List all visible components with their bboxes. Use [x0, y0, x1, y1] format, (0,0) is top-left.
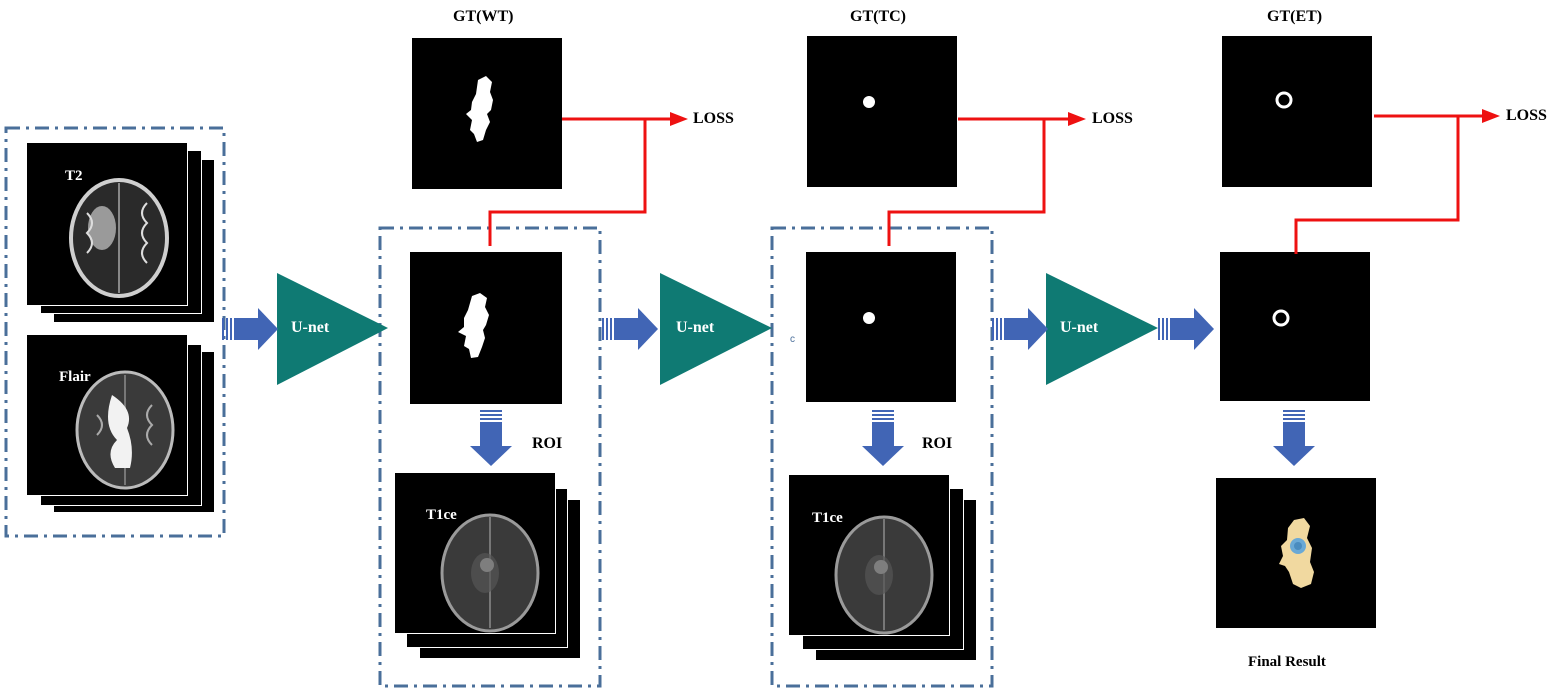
brain-scan-icon: [440, 513, 540, 633]
stage2-group-frame: [770, 226, 994, 688]
blue-down-arrow-2: [862, 410, 904, 466]
enhancing-tumor-mask-icon: [1275, 91, 1293, 109]
flair-image: [26, 334, 188, 496]
t2-image: [26, 142, 188, 306]
gt-et-label: GT(ET): [1267, 8, 1323, 25]
loss-2-label: LOSS: [1092, 110, 1133, 127]
loss-line-3: [1294, 114, 1484, 254]
tumor-core-mask-icon: [863, 96, 875, 108]
loss-line-1: [488, 117, 672, 246]
whole-tumor-mask-icon: [466, 76, 493, 142]
unet-1-label: U-net: [291, 319, 330, 336]
loss-3-label: LOSS: [1506, 107, 1547, 124]
brain-scan-icon: [69, 178, 169, 298]
pred-wt-image: [410, 252, 562, 404]
unet-3-triangle: [1046, 273, 1158, 385]
gt-tc-image: [807, 36, 957, 187]
loss-arrowhead-2: [1068, 112, 1086, 126]
unet-3-label: U-net: [1060, 319, 1099, 336]
unet-2-triangle: [660, 273, 772, 385]
roi-2-label: ROI: [922, 435, 953, 452]
blue-down-arrow-3: [1273, 410, 1315, 466]
unet-2-label: U-net: [676, 319, 715, 336]
stray-c-text: c: [790, 334, 795, 345]
loss-arrowhead-1: [670, 112, 688, 126]
gt-wt-image: [412, 38, 562, 189]
blue-arrow-1: [222, 308, 278, 350]
segmentation-result-icon: [1279, 518, 1314, 588]
whole-tumor-prediction-icon: [458, 293, 489, 358]
t1ce-1-image: [394, 472, 556, 634]
unet-1-triangle: [277, 273, 388, 385]
flair-label: Flair: [59, 369, 91, 385]
gt-tc-label: GT(TC): [850, 8, 906, 25]
roi-1-label: ROI: [532, 435, 563, 452]
final-result-label: Final Result: [1248, 654, 1326, 670]
t1ce-2-label: T1ce: [812, 510, 843, 526]
blue-down-arrow-1: [470, 410, 512, 466]
t2-label: T2: [65, 168, 83, 184]
input-group-frame: [4, 126, 226, 538]
t1ce-1-label: T1ce: [426, 507, 457, 523]
loss-arrowhead-3: [1482, 109, 1500, 123]
tumor-core-prediction-icon: [863, 312, 875, 324]
brain-scan-icon: [75, 370, 175, 490]
final-result-image: [1216, 478, 1376, 628]
pred-tc-image: [806, 252, 956, 402]
enhancing-tumor-prediction-icon: [1272, 309, 1290, 327]
gt-et-image: [1222, 36, 1372, 187]
blue-arrow-3: [992, 308, 1048, 350]
gt-wt-label: GT(WT): [453, 8, 514, 25]
loss-line-2: [887, 117, 1070, 246]
blue-arrow-4: [1158, 308, 1214, 350]
brain-scan-icon: [834, 515, 934, 635]
pred-et-image: [1220, 252, 1370, 401]
loss-1-label: LOSS: [693, 110, 734, 127]
blue-arrow-2: [602, 308, 658, 350]
t1ce-2-image: [788, 474, 950, 636]
